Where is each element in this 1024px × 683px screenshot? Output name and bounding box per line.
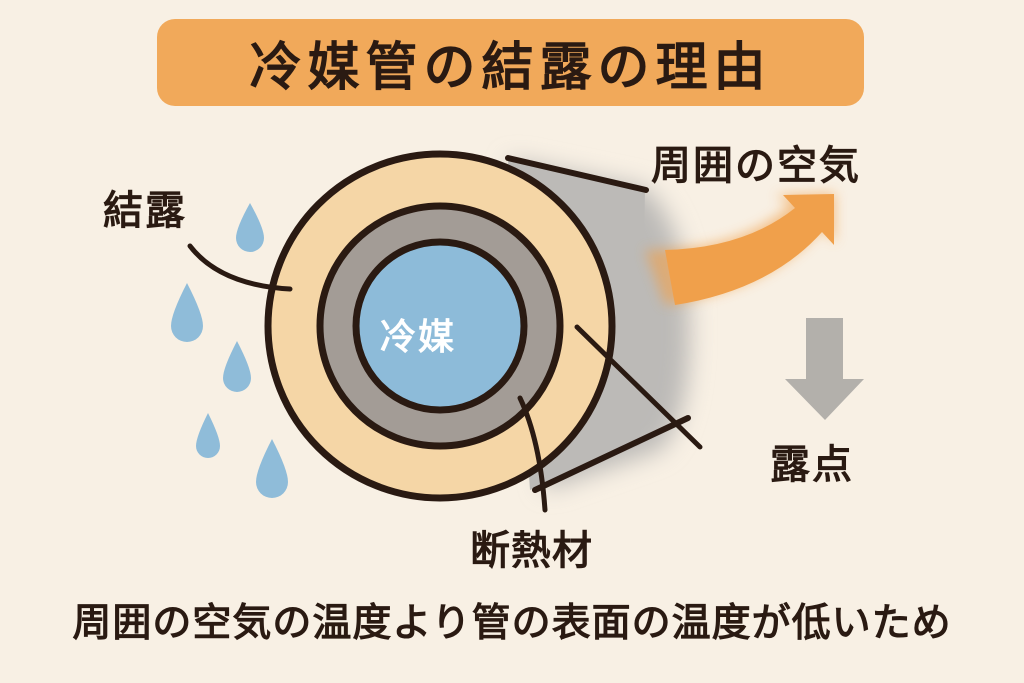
droplet-icons	[171, 203, 288, 498]
droplet-icon	[223, 341, 251, 392]
refrigerant-label: 冷媒	[380, 317, 457, 358]
down-arrow-icon	[785, 318, 864, 420]
surrounding-air-label: 周囲の空気	[651, 143, 861, 189]
dew-point-label: 露点	[770, 442, 854, 488]
explanation-caption: 周囲の空気の温度より管の表面の温度が低いため	[72, 601, 952, 646]
insulation-label: 断熱材	[470, 528, 593, 574]
condensation-label: 結露	[103, 188, 187, 234]
title-banner: 冷媒管の結露の理由	[157, 19, 864, 106]
droplet-icon	[256, 439, 288, 498]
droplet-icon	[236, 203, 264, 252]
refrigerant-core	[352, 238, 528, 414]
warm-air-arrow-icon	[645, 193, 835, 305]
droplet-icon	[196, 413, 220, 458]
droplet-icon	[171, 283, 203, 342]
page-title: 冷媒管の結露の理由	[249, 38, 772, 98]
